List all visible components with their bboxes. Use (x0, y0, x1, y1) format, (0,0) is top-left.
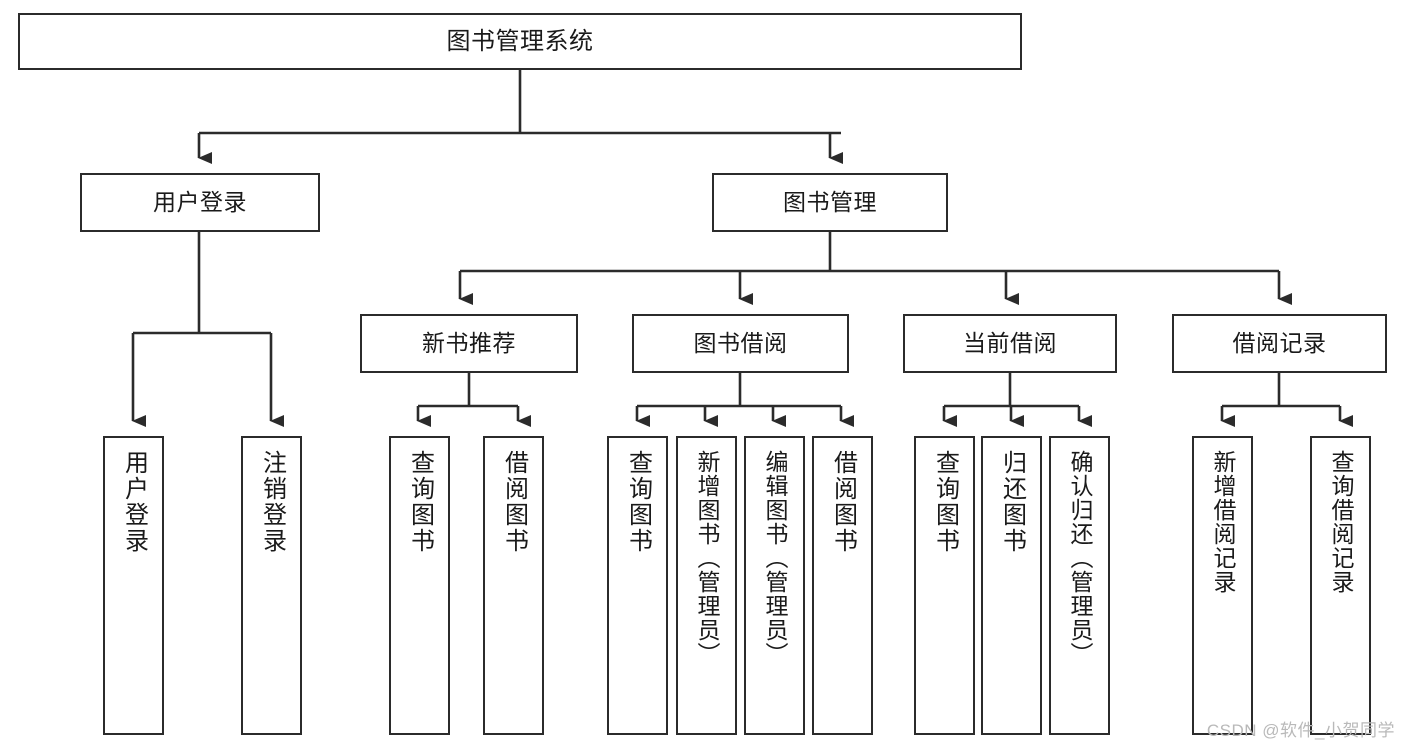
node-label: 新增借阅记录 (1210, 450, 1236, 594)
node-borrow-record[interactable]: 借阅记录 (1172, 314, 1387, 373)
leaf-borrow-record-add[interactable]: 新增借阅记录 (1192, 436, 1253, 735)
node-label: 新增图书（管理员） (694, 450, 720, 666)
node-label: 查询图书 (931, 450, 959, 554)
connector-group-new-book (416, 373, 531, 427)
node-label: 借阅图书 (829, 450, 857, 554)
node-label: 图书管理 (783, 189, 877, 216)
node-book-management[interactable]: 图书管理 (712, 173, 948, 232)
node-label: 新书推荐 (422, 330, 516, 357)
leaf-user-login-logout[interactable]: 注销登录 (241, 436, 302, 735)
node-book-borrow[interactable]: 图书借阅 (632, 314, 849, 373)
node-label: 注销登录 (258, 450, 286, 554)
node-label: 查询图书 (406, 450, 434, 554)
leaf-user-login-login[interactable]: 用户登录 (103, 436, 164, 735)
leaf-new-book-borrow[interactable]: 借阅图书 (483, 436, 544, 735)
connector-group-root (197, 70, 843, 164)
node-label: 编辑图书（管理员） (762, 450, 788, 666)
leaf-current-borrow-return[interactable]: 归还图书 (981, 436, 1042, 735)
node-current-borrow[interactable]: 当前借阅 (903, 314, 1117, 373)
node-new-book-recommend[interactable]: 新书推荐 (360, 314, 578, 373)
connector-group-book-management (458, 232, 1292, 305)
connector-group-current-borrow (942, 373, 1092, 427)
leaf-book-borrow-edit[interactable]: 编辑图书（管理员） (744, 436, 805, 735)
node-label: 用户登录 (153, 189, 247, 216)
node-label: 借阅图书 (500, 450, 528, 554)
leaf-book-borrow-add[interactable]: 新增图书（管理员） (676, 436, 737, 735)
connector-group-user-login (131, 232, 284, 427)
node-label: 用户登录 (120, 450, 148, 554)
connector-group-borrow-record (1220, 373, 1353, 427)
leaf-current-borrow-confirm-return[interactable]: 确认归还（管理员） (1049, 436, 1110, 735)
node-label: 查询借阅记录 (1328, 450, 1354, 594)
node-label: 当前借阅 (963, 330, 1057, 357)
leaf-new-book-query[interactable]: 查询图书 (389, 436, 450, 735)
leaf-book-borrow-borrow[interactable]: 借阅图书 (812, 436, 873, 735)
leaf-book-borrow-query[interactable]: 查询图书 (607, 436, 668, 735)
node-label: 查询图书 (624, 450, 652, 554)
node-label: 借阅记录 (1232, 330, 1327, 357)
node-root-system[interactable]: 图书管理系统 (18, 13, 1022, 70)
leaf-borrow-record-query[interactable]: 查询借阅记录 (1310, 436, 1371, 735)
leaf-current-borrow-query[interactable]: 查询图书 (914, 436, 975, 735)
connector-group-book-borrow (635, 373, 854, 427)
node-label: 归还图书 (998, 450, 1026, 554)
node-label: 确认归还（管理员） (1067, 450, 1093, 666)
node-label: 图书借阅 (693, 330, 788, 357)
node-label: 图书管理系统 (446, 27, 594, 55)
node-user-login[interactable]: 用户登录 (80, 173, 320, 232)
